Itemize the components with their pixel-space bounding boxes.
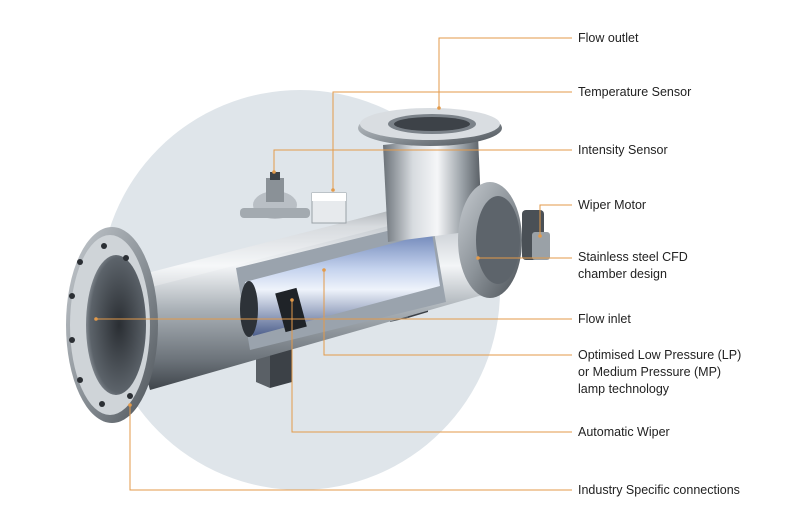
- leader-intensity-sensor: [273, 149, 572, 172]
- label-automatic-wiper: Automatic Wiper: [578, 425, 670, 439]
- label-stainless-chamber: Stainless steel CFD chamber design: [578, 250, 688, 281]
- label-flow-inlet: Flow inlet: [578, 312, 631, 326]
- leader-lamp-technology: [323, 270, 572, 356]
- label-intensity-sensor: Intensity Sensor: [578, 143, 668, 157]
- label-temperature-sensor: Temperature Sensor: [578, 85, 692, 99]
- sensors: [240, 172, 347, 224]
- leader-wiper-motor: [539, 204, 572, 236]
- wiper-motor-housing: [532, 232, 550, 260]
- inlet-flange: [66, 227, 158, 423]
- label-flow-outlet: Flow outlet: [578, 31, 639, 45]
- leader-lines: [96, 37, 572, 491]
- leader-dots: [94, 106, 542, 407]
- leader-flow-outlet: [438, 37, 572, 108]
- label-industry-connections: Industry Specific connections: [578, 483, 740, 497]
- label-lamp-technology: Optimised Low Pressure (LP) or Medium Pr…: [578, 348, 742, 396]
- end-cap: [458, 182, 550, 298]
- leader-temperature-sensor: [332, 91, 572, 190]
- leader-automatic-wiper: [291, 300, 572, 433]
- leader-industry-connections: [129, 405, 572, 491]
- outlet-riser: [358, 108, 502, 242]
- label-wiper-motor: Wiper Motor: [578, 198, 647, 212]
- cutaway-window: [236, 220, 446, 350]
- flange-bolts: [69, 243, 133, 407]
